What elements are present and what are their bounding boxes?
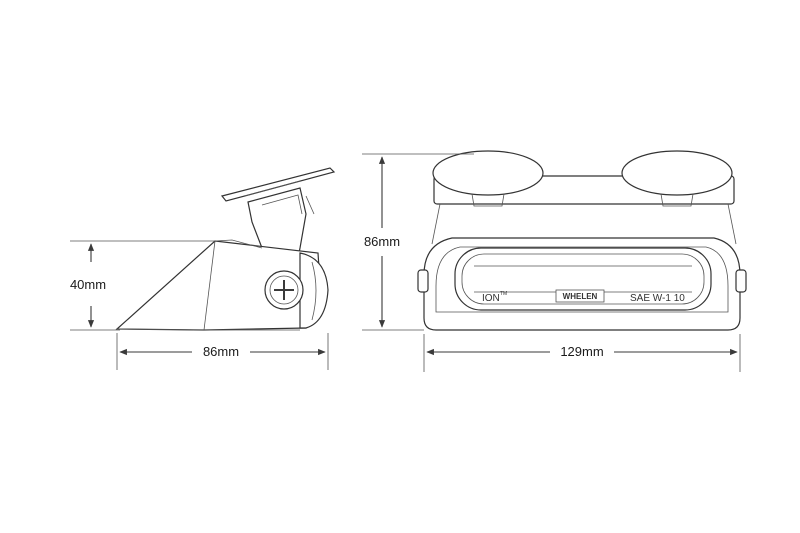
certification-label: SAE W-1 10 bbox=[630, 293, 685, 304]
side-view bbox=[115, 167, 336, 331]
dimension-front-height: 86mm bbox=[362, 153, 474, 331]
side-width-label: 86mm bbox=[203, 344, 239, 359]
front-view: ION TM WHELEN SAE W-1 10 bbox=[417, 150, 747, 331]
front-height-label: 86mm bbox=[364, 234, 400, 249]
side-suction-cup bbox=[220, 167, 336, 202]
front-suction-cup-left bbox=[432, 150, 544, 196]
dimension-side-height: 40mm bbox=[70, 240, 215, 331]
dimension-side-width: 86mm bbox=[116, 333, 329, 370]
front-width-label: 129mm bbox=[560, 344, 603, 359]
side-height-label: 40mm bbox=[70, 277, 106, 292]
dimension-front-width: 129mm bbox=[423, 334, 741, 372]
front-lens bbox=[454, 247, 712, 311]
model-label: ION bbox=[482, 293, 500, 304]
brand-label: WHELEN bbox=[563, 292, 598, 301]
trademark-label: TM bbox=[500, 291, 507, 297]
brand-logo bbox=[555, 289, 605, 303]
side-lens-cap bbox=[299, 252, 329, 329]
front-suction-cup-right bbox=[621, 150, 733, 196]
